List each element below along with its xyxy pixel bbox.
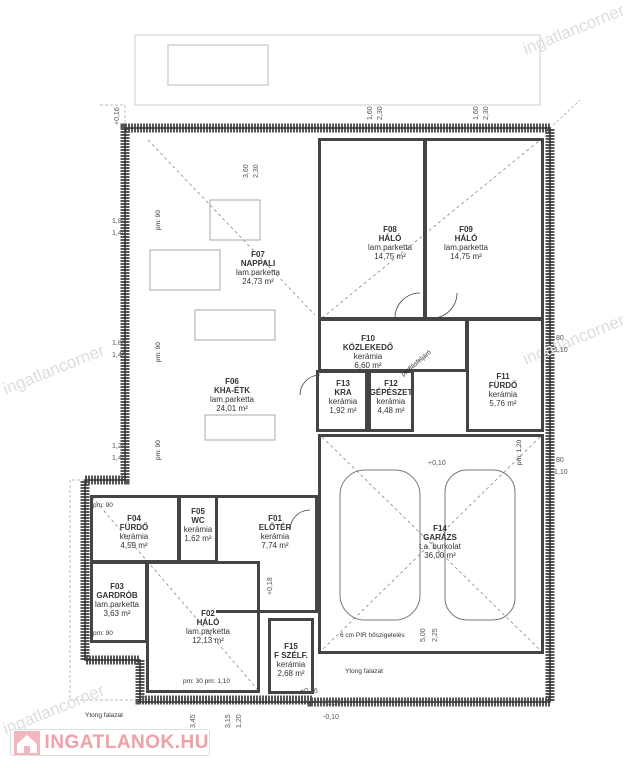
dimension: 1,80 [112,218,126,225]
dimension: 3,60 [243,164,250,178]
room-f11 [466,318,544,432]
dimension: 80 [556,457,564,464]
room-f14 [318,434,544,654]
ytong-note: Ytong falazat [85,712,123,719]
dimension: 1,10 [554,347,568,354]
dimension: 3,15 [225,714,232,728]
level-mark: +0,16 [300,688,318,695]
parapet-note: pm: 1,20 [516,439,523,465]
room-f01 [216,495,318,613]
dimension: 1,40 [112,230,126,237]
dimension: 3,45 [190,714,197,728]
room-f15 [268,618,314,694]
dimension: 2,25 [432,628,439,642]
parapet-note: pm: 90 [93,630,113,637]
dimension: 2,30 [253,164,260,178]
dimension: 1,10 [554,469,568,476]
room-f13 [316,370,368,432]
level-mark: -0,10 [323,714,339,721]
dimension: 1,20 [236,714,243,728]
dimension: 1,40 [112,455,126,462]
room-f12 [368,370,414,432]
room-f07-f06 [145,138,318,483]
insulation-note: 6 cm PIR hőszigetelés [340,632,405,639]
parapet-note: pm: 90 [155,342,162,362]
parapet-note: pm: 90 [93,502,113,509]
parapet-note: pm: 30 pm: 1,10 [183,678,230,685]
room-f02 [146,561,260,693]
dimension: 1,40 [112,352,126,359]
logo-text: INGATLANOK.HU [44,731,209,753]
dimension: 1,80 [112,340,126,347]
dimension: 80 [556,335,564,342]
ytong-note: Ytong falazat [345,668,383,675]
level-mark: +0,16 [114,107,121,125]
level-mark: +0,10 [428,460,446,467]
dimension: 2,30 [483,106,490,120]
parapet-note: pm: 90 [155,440,162,460]
level-mark: +0,18 [267,577,274,595]
dimension: 1,60 [367,106,374,120]
dimension: 2,30 [377,106,384,120]
dimension: 1,20 [112,443,126,450]
parapet-note: pm: 90 [155,210,162,230]
level-mark: +0,03 [323,700,341,707]
dimension: 5,00 [420,628,427,642]
house-icon [14,730,40,755]
ingatlanok-logo[interactable]: INGATLANOK.HU [10,729,210,756]
dimension: 1,60 [473,106,480,120]
